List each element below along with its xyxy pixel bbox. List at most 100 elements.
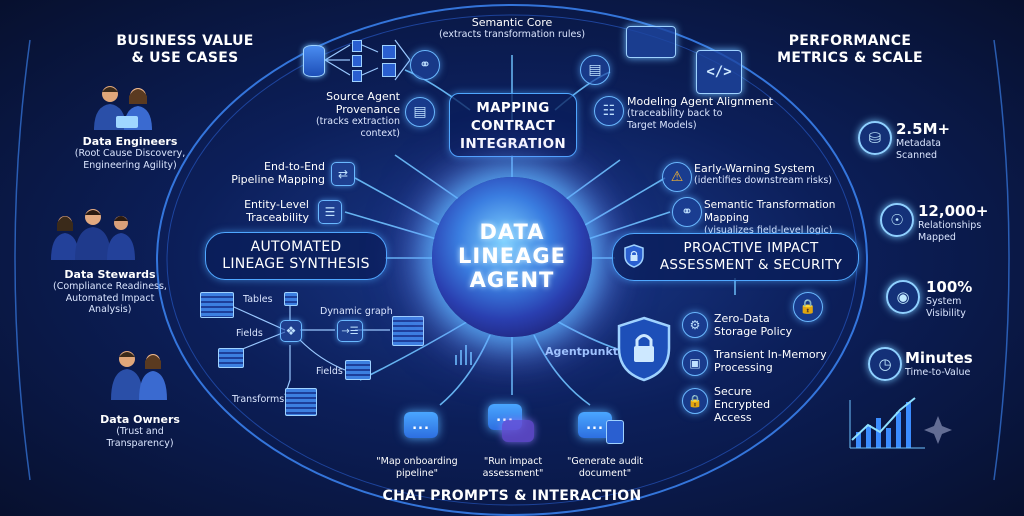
left-panel-title-line2: & USE CASES (131, 50, 239, 66)
metric-relationships-mapped: 12,000+ Relationships Mapped (918, 203, 1018, 243)
automated-lineage-box: AUTOMATED LINEAGE SYNTHESIS (205, 232, 387, 280)
persona-desc-line1: (Compliance Readiness, (53, 281, 167, 292)
chip-icon: ▣ (682, 350, 708, 376)
graph-label-fields: Fields (236, 328, 263, 339)
prompt-line1: "Run impact (483, 456, 543, 467)
semantic-core-desc: (extracts transformation rules) (438, 29, 586, 40)
persona-name: Data Owners (100, 413, 180, 426)
prompt-map-onboarding[interactable]: "Map onboarding pipeline" (362, 456, 472, 479)
database-icon: ⛁ (858, 121, 892, 155)
semantic-core: Semantic Core (extracts transformation r… (410, 16, 614, 41)
security-line1: Secure (714, 385, 752, 398)
table-node (285, 388, 317, 416)
source-agent-desc2: context) (360, 127, 400, 139)
semantic-mapping-desc: (visualizes field-level logic) (704, 225, 833, 236)
list-icon: ☰ (318, 200, 342, 224)
transient-in-memory-processing: Transient In-Memory Processing (714, 348, 844, 374)
right-panel-title: PERFORMANCE METRICS & SCALE (765, 33, 935, 67)
modeling-agent-desc1: (traceability back to (627, 108, 723, 119)
padlock-icon: 🔒 (793, 292, 823, 322)
source-agent-provenance: Source Agent Provenance (tracks extracti… (290, 90, 400, 139)
e2e-line1: End-to-End (264, 160, 325, 173)
prompt-line2: pipeline" (395, 467, 439, 479)
table-node (200, 292, 234, 318)
proactive-line2: ASSESSMENT & SECURITY (659, 257, 843, 273)
table-node (284, 292, 298, 306)
persona-desc-line2: Transparency) (106, 437, 174, 449)
code-window-icon (626, 26, 676, 58)
modeling-agent-alignment: Modeling Agent Alignment (traceability b… (627, 95, 777, 131)
metric-label-line1: Relationships (918, 220, 982, 231)
database-icon (303, 45, 325, 77)
code-icon: </> (696, 50, 742, 94)
network-icon: ⚭ (410, 50, 440, 80)
metric-label-line1: Time-to-Value (905, 367, 971, 378)
shield-icon (623, 244, 645, 268)
prompt-line1: "Generate audit (567, 456, 643, 467)
file-icon (352, 55, 362, 67)
prompt-run-impact[interactable]: "Run impact assessment" (458, 456, 568, 479)
brand-watermark: Agentpunkt (545, 345, 619, 358)
source-agent-line2: Provenance (335, 103, 400, 116)
chat-glyph: ... (586, 417, 604, 433)
zero-data-storage-policy: Zero-Data Storage Policy (714, 312, 844, 338)
metric-label-line2: Scanned (896, 149, 937, 161)
metric-value: 100% (926, 278, 973, 296)
warning-icon: ⚠ (662, 162, 692, 192)
security-line3: Access (714, 411, 752, 424)
table-node (392, 316, 424, 346)
early-warning-title: Early-Warning System (694, 162, 815, 175)
transform-node-icon: ❖ (280, 320, 302, 342)
metric-value: 2.5M+ (896, 120, 951, 138)
clock-icon: ◷ (868, 347, 902, 381)
semantic-transformation-mapping: Semantic Transformation Mapping (visuali… (704, 199, 869, 237)
file-icon (352, 40, 362, 52)
security-line1: Transient In-Memory (714, 348, 827, 361)
persona-desc-line2: Automated Impact (65, 292, 155, 304)
proactive-line1: PROACTIVE IMPACT (683, 240, 819, 256)
document-icon (606, 420, 624, 444)
table-node (218, 348, 244, 368)
document-chat-icon[interactable]: ... (578, 412, 612, 438)
persona-desc-line1: (Trust and (116, 426, 164, 437)
source-agent-line1: Source Agent (326, 90, 400, 103)
security-line2: Storage Policy (714, 325, 793, 338)
mapping-contract-box: MAPPING CONTRACT INTEGRATION (449, 93, 577, 157)
security-line2: Processing (714, 361, 773, 374)
prompt-line2: assessment" (482, 467, 544, 479)
persona-name: Data Stewards (64, 268, 156, 281)
metric-system-visibility: 100% System Visibility (926, 279, 1016, 319)
file-icon (352, 70, 362, 82)
proactive-impact-box: PROACTIVE IMPACT ASSESSMENT & SECURITY (612, 233, 859, 281)
metric-label-line2: Mapped (918, 231, 956, 243)
left-panel-title: BUSINESS VALUE & USE CASES (100, 33, 270, 67)
entity-level-traceability: Entity-Level Traceability (215, 198, 309, 224)
security-line1: Zero-Data (714, 312, 770, 325)
prompt-generate-audit[interactable]: "Generate audit document" (550, 456, 660, 479)
mapping-contract-line1: MAPPING (476, 100, 550, 116)
network-icon: ⚭ (672, 197, 702, 227)
left-panel-title-line1: BUSINESS VALUE (116, 33, 254, 49)
automated-line1: AUTOMATED (250, 239, 342, 255)
entity-line2: Traceability (246, 211, 309, 224)
document-icon: ▤ (405, 97, 435, 127)
end-to-end-pipeline-mapping: End-to-End Pipeline Mapping (215, 160, 325, 186)
secure-encrypted-access: Secure Encrypted Access (714, 385, 844, 424)
lock-icon: ⚙ (682, 312, 708, 338)
persona-data-stewards: Data Stewards (Compliance Readiness, Aut… (20, 268, 200, 316)
chat-bubble-icon[interactable]: ... (404, 412, 438, 438)
metric-metadata-scanned: 2.5M+ Metadata Scanned (896, 121, 1006, 161)
center-title-line3: AGENT (469, 268, 555, 292)
automated-line2: LINEAGE SYNTHESIS (222, 256, 370, 272)
graph-label-tables: Tables (243, 294, 273, 305)
persona-data-engineers: Data Engineers (Root Cause Discovery, En… (40, 135, 220, 171)
eye-icon: ◉ (886, 280, 920, 314)
metric-time-to-value: Minutes Time-to-Value (905, 350, 1015, 379)
hierarchy-icon: ☷ (594, 96, 624, 126)
bottom-section-title: CHAT PROMPTS & INTERACTION (382, 488, 642, 504)
security-shield-icon (615, 316, 673, 382)
padlock-icon: 🔒 (682, 388, 708, 414)
table-icon (382, 63, 396, 77)
document-icon: ▤ (580, 55, 610, 85)
early-warning-system: Early-Warning System (identifies downstr… (694, 162, 864, 187)
